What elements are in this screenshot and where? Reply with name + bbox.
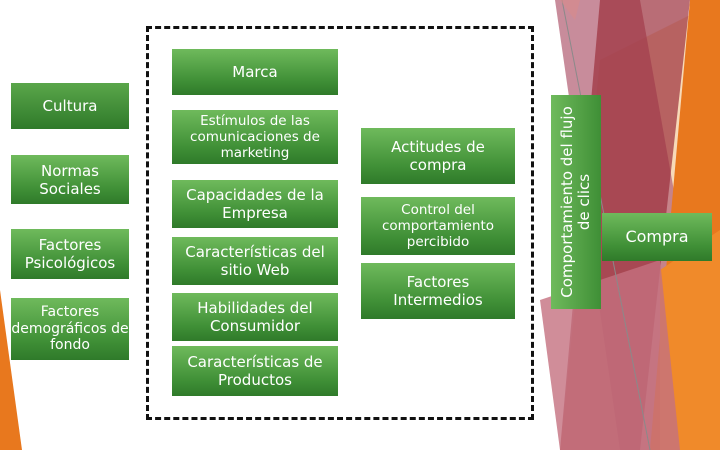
compra-box: Compra (602, 213, 712, 261)
estimulos-box: Estímulos de las comunicaciones de marke… (172, 110, 338, 164)
factores-psicologicos-box: Factores Psicológicos (11, 229, 129, 279)
sitio-web-label: Características del sitio Web (185, 243, 325, 279)
factores-demograficos-label: Factores demográficos de fondo (11, 303, 129, 354)
factores-demograficos-box: Factores demográficos de fondo (11, 298, 129, 360)
sitio-web-box: Características del sitio Web (172, 237, 338, 285)
deco-orange-band-left (0, 290, 22, 450)
estimulos-label: Estímulos de las comunicaciones de marke… (190, 112, 320, 162)
dashed-frame (146, 26, 534, 420)
deco-top-chevron (560, 0, 580, 20)
deco-orange-wedge (660, 230, 720, 450)
normas-sociales-box: Normas Sociales (11, 155, 129, 204)
compra-label: Compra (625, 227, 689, 247)
capacidades-label: Capacidades de la Empresa (186, 186, 324, 222)
habilidades-box: Habilidades del Consumidor (172, 293, 338, 341)
habilidades-label: Habilidades del Consumidor (197, 299, 313, 335)
control-label: Control del comportamiento percibido (381, 201, 495, 251)
normas-sociales-label: Normas Sociales (39, 161, 101, 198)
intermedios-box: Factores Intermedios (361, 263, 515, 319)
marca-box: Marca (172, 49, 338, 95)
cultura-box: Cultura (11, 83, 129, 129)
capacidades-box: Capacidades de la Empresa (172, 180, 338, 228)
actitudes-box: Actitudes de compra (361, 128, 515, 184)
clickstream-label: Comportamiento del flujo de clics (557, 106, 593, 298)
control-box: Control del comportamiento percibido (361, 197, 515, 255)
clickstream-box (551, 95, 601, 309)
productos-box: Características de Productos (172, 346, 338, 396)
actitudes-label: Actitudes de compra (391, 138, 485, 174)
productos-label: Características de Productos (187, 353, 323, 389)
cultura-label: Cultura (42, 97, 98, 115)
intermedios-label: Factores Intermedios (393, 273, 483, 309)
factores-psicologicos-label: Factores Psicológicos (24, 236, 116, 272)
marca-label: Marca (232, 63, 278, 81)
